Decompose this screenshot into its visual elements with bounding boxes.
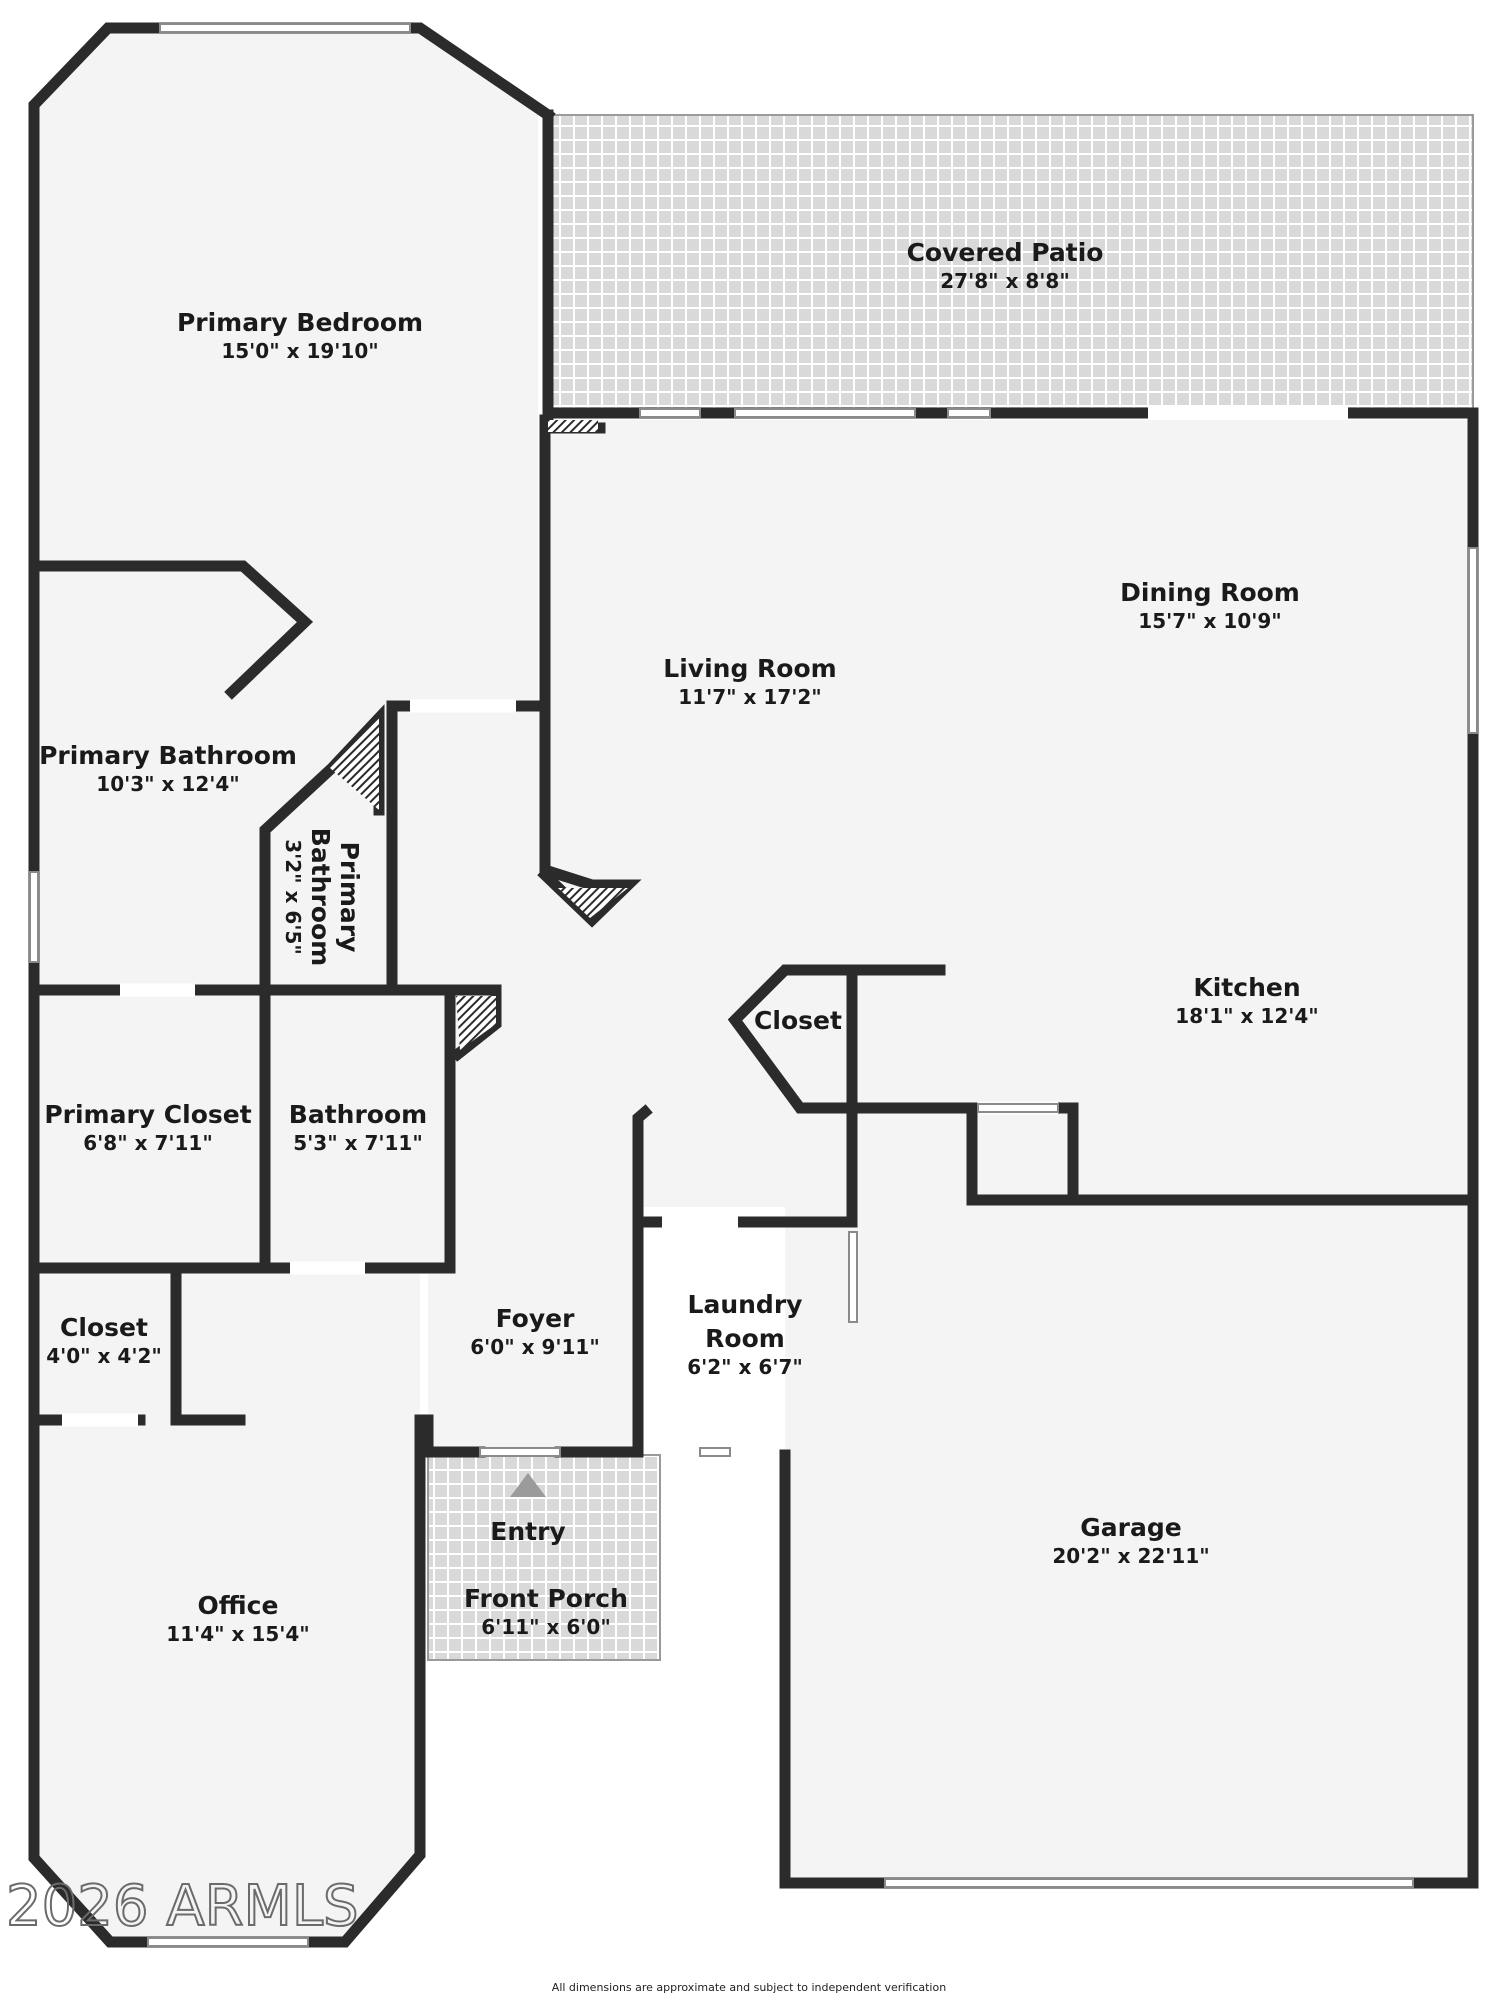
foyer-laundry-wall [554,1104,653,1458]
pillar-4 [456,996,496,1050]
small-closet-wall [170,1262,246,1426]
living-room-name: Living Room [663,654,836,683]
bathroom-name: Bathroom [289,1100,427,1129]
dining-room-name: Dining Room [1120,578,1300,607]
bedroom-west-wall [28,22,556,1406]
pillar-1 [548,420,598,432]
small-bathroom-dims: 3'2" x 6'5" [281,839,305,955]
laundry-room-name-2: Room [705,1324,785,1353]
front-porch-area [427,1454,661,1661]
windows [29,23,1478,1947]
small-bathroom-name-2: Bathroom [306,828,335,966]
small-closet-dims: 4'0" x 4'2" [46,1344,162,1368]
dining-room-dims: 15'7" x 10'9" [1138,609,1281,633]
watermark-text: 2026 ARMLS [6,1874,359,1939]
room-labels: Primary Bedroom 15'0" x 19'10" Covered P… [39,238,1319,1646]
front-porch-dims: 6'11" x 6'0" [481,1615,611,1639]
primary-bedroom-name: Primary Bedroom [177,308,423,337]
primary-bedroom-floor [34,28,538,990]
foyer-south-wall [422,1414,486,1458]
laundry-room-dims: 6'2" x 6'7" [687,1355,803,1379]
garage-floor [785,1207,1468,1885]
primary-bedroom-dims: 15'0" x 19'10" [221,339,378,363]
primary-bath-wall [28,560,314,700]
office-dims: 11'4" x 15'4" [166,1622,309,1646]
kitchen-name: Kitchen [1193,973,1300,1002]
foyer-dims: 6'0" x 9'11" [470,1335,600,1359]
footer-note: All dimensions are approximate and subje… [552,1981,946,1994]
laundry-room-name-1: Laundry [688,1290,803,1319]
covered-patio-dims: 27'8" x 8'8" [940,269,1070,293]
primary-closet-name: Primary Closet [44,1100,251,1129]
covered-patio-name: Covered Patio [907,238,1104,267]
office-floor [34,1270,420,1942]
primary-bathroom-name: Primary Bathroom [39,741,297,770]
kitchen-dims: 18'1" x 12'4" [1175,1004,1318,1028]
office-name: Office [198,1591,279,1620]
small-bathroom-name-1: Primary [335,842,364,953]
hall-closet-wall [727,964,946,1228]
bathroom-dims: 5'3" x 7'11" [293,1131,423,1155]
covered-patio-area [547,114,1474,416]
entry-name: Entry [490,1517,565,1546]
front-porch-name: Front Porch [464,1584,628,1613]
entry-arrow-icon [510,1473,546,1497]
living-room-dims: 11'7" x 17'2" [678,685,821,709]
main-living-floor [548,420,1468,1207]
small-closet-name: Closet [60,1313,148,1342]
garage-dims: 20'2" x 22'11" [1052,1544,1209,1568]
pillar-3 [558,888,628,918]
primary-closet-dims: 6'8" x 7'11" [83,1131,213,1155]
hall-closet-name: Closet [754,1006,842,1035]
pillar-2 [330,718,379,810]
garage-name: Garage [1080,1513,1181,1542]
primary-bathroom-dims: 10'3" x 12'4" [96,772,239,796]
foyer-name: Foyer [496,1304,575,1333]
